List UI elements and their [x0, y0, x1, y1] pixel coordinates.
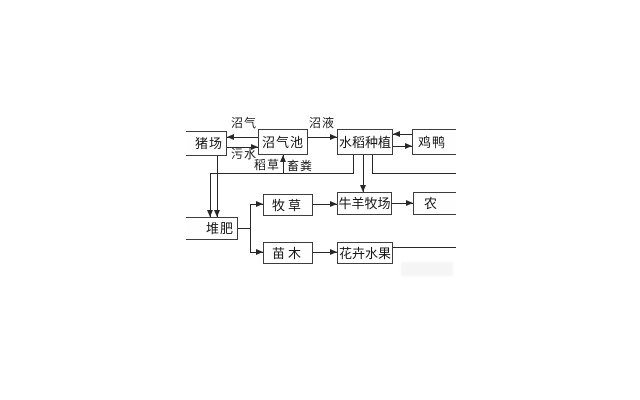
edge-slurry-line [308, 137, 337, 138]
flow-label-biogas-slurry: 沼液 [308, 116, 335, 130]
watermark [401, 262, 453, 276]
node-forage-grass-label: 牧草 [271, 197, 304, 213]
arrowhead-into-ranch-from-rice [360, 185, 366, 192]
arrowhead-into-forage [256, 201, 263, 207]
edge-chicken-to-rice-line [393, 134, 412, 135]
node-biogas-digester: 沼气池 [258, 129, 308, 155]
edge-ranch-to-farm-line [392, 203, 413, 204]
edge-saplings-to-flowers-line [313, 252, 337, 253]
edge-sewage-line [227, 147, 258, 148]
node-chicken-duck: 鸡鸭 [412, 129, 456, 155]
edge-rice-bottom-left-drop-line [353, 155, 354, 174]
node-cattle-sheep-ranch: 牛羊牧场 [337, 192, 392, 215]
arrowhead-into-digester-sewage [251, 144, 258, 150]
edge-into-compost-line-1 [210, 173, 211, 217]
flowchart-canvas: 猪场 沼气池 水稻种植 鸡鸭 堆肥 牧草 牛羊牧场 农 苗木 花卉水果 [186, 110, 456, 280]
flow-label-livestock-manure: 畜粪 [286, 159, 313, 173]
arrowhead-into-farm [406, 200, 413, 206]
node-forage-grass: 牧草 [263, 194, 313, 216]
arrowhead-into-rice-slurry [330, 134, 337, 140]
flow-label-rice-straw: 稻草 [253, 158, 280, 172]
edge-rice-return-horizontal-line [210, 173, 353, 174]
edge-flowers-to-right-edge-line [393, 247, 456, 248]
flow-label-sewage: 污水 [230, 147, 257, 161]
node-biogas-digester-label: 沼气池 [261, 134, 304, 150]
arrowhead-into-chicken [405, 143, 412, 149]
node-rice-planting-label: 水稻种植 [338, 134, 391, 150]
arrowhead-into-rice-from-chicken [393, 131, 400, 137]
node-farm: 农 [413, 192, 456, 215]
node-saplings-label: 苗木 [271, 245, 304, 261]
edge-rice-to-right-edge-line [372, 173, 456, 174]
edge-compost-branch-vertical-line [250, 204, 251, 253]
node-farm-label: 农 [424, 196, 439, 211]
arrowhead-into-flowers [330, 249, 337, 255]
node-cattle-sheep-ranch-label: 牛羊牧场 [338, 196, 391, 211]
edge-forage-to-ranch-line [313, 204, 337, 205]
node-pig-farm-label: 猪场 [194, 136, 223, 151]
arrowhead-into-saplings [256, 249, 263, 255]
edge-straw-manure-into-digester-line [283, 155, 284, 174]
node-flowers-fruits-label: 花卉水果 [338, 245, 391, 261]
flow-label-biogas: 沼气 [230, 116, 257, 130]
edge-biogas-line [227, 137, 258, 138]
node-rice-planting: 水稻种植 [337, 129, 393, 155]
edge-rice-to-chicken-line [393, 146, 412, 147]
node-compost: 堆肥 [186, 217, 238, 240]
node-saplings: 苗木 [263, 242, 313, 264]
node-flowers-fruits: 花卉水果 [337, 242, 393, 264]
node-chicken-duck-label: 鸡鸭 [418, 134, 447, 150]
arrowhead-into-pig-farm [227, 134, 234, 140]
edge-pigfarm-to-compost-line [217, 156, 218, 217]
arrowhead-into-ranch-from-forage [330, 201, 337, 207]
edge-rice-bottom-right-drop-line [372, 155, 373, 173]
arrowhead-into-compost-2 [214, 210, 220, 217]
arrowhead-into-compost-1 [207, 210, 213, 217]
arrowhead-into-digester-straw-manure [280, 155, 286, 162]
edge-compost-stub-line [238, 228, 251, 229]
node-pig-farm: 猪场 [186, 131, 227, 156]
edge-rice-to-ranch-line [363, 155, 364, 192]
node-compost-label: 堆肥 [205, 221, 234, 236]
